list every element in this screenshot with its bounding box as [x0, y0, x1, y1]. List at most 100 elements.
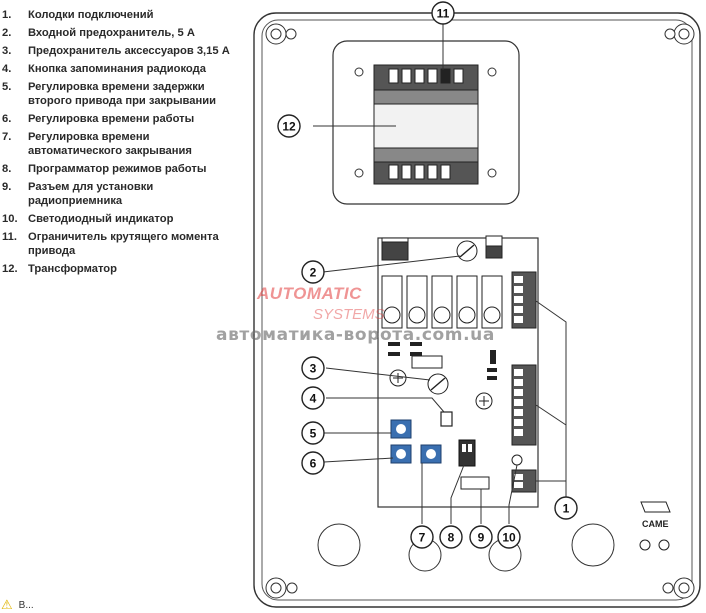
cable-knockouts: [317, 523, 615, 572]
legend-list: 1. Колодки подключений 2. Входной предохран…: [2, 9, 242, 281]
watermark-logo-subtext: SYSTEMS: [313, 306, 385, 323]
top-connector: [381, 235, 503, 261]
legend-item-number: 1.: [2, 9, 12, 21]
legend-item-number: 7.: [2, 131, 12, 144]
legend-item: 8.Программатор режимов работы: [2, 163, 242, 177]
screw-bottom-left-icon: [265, 577, 287, 599]
callout-number: 4: [310, 392, 317, 406]
callout-circle: [469, 525, 493, 549]
legend-item: 3. Предохранитель аксессуаров 3,15 А: [2, 45, 242, 59]
legend-item: 12. Трансформатор: [2, 263, 242, 277]
warning-icon: ⚠: [1, 597, 13, 612]
radio-receiver-socket: [460, 476, 490, 490]
legend-item-text: Входной предохранитель, 5 А: [28, 27, 195, 40]
callout-11: 11: [431, 1, 455, 25]
screw-top-left2-icon: [285, 28, 297, 40]
callout-number: 2: [310, 266, 317, 280]
callout-circle: [410, 525, 434, 549]
callout-circle: [277, 114, 301, 138]
board-screw-right-icon: [475, 392, 493, 410]
callout-circle: [301, 356, 325, 380]
legend-item-number: 5.: [2, 81, 12, 94]
legend-item-text: Светодиодный индикатор: [28, 212, 174, 225]
warning-text: В...: [18, 599, 34, 611]
callout-1: 1: [554, 496, 578, 520]
callout-5: 5: [301, 421, 325, 445]
radio-code-button: [440, 411, 453, 427]
legend-item-number: 2.: [2, 27, 12, 40]
legend-item-number: 3.: [2, 45, 12, 58]
callout-leader-lines: [313, 24, 567, 524]
screw-top-right2-icon: [664, 28, 676, 40]
callout-number: 11: [437, 7, 450, 21]
screw-top-left-icon: [265, 23, 287, 45]
callout-circle: [301, 260, 325, 284]
callout-6: 6: [301, 451, 325, 475]
rotation-icons: [639, 539, 670, 551]
callout-number: 5: [310, 427, 317, 441]
callout-7: 7: [410, 525, 434, 549]
callout-circle: [439, 525, 463, 549]
brand-label: CAME: [642, 519, 669, 529]
terminal-block-lower: [511, 469, 537, 493]
legend-item: 1. Колодки подключений: [2, 9, 242, 23]
legend-item: 2. Входной предохранитель, 5 А: [2, 27, 242, 41]
callout-number: 3: [310, 362, 317, 376]
dip-switch: [458, 439, 476, 467]
watermark-url: автоматика-ворота.com.ua: [216, 325, 495, 345]
callout-2: 2: [301, 260, 325, 284]
legend-item-text: Программатор режимов работы: [28, 163, 207, 176]
legend-item-text: Разъем для установки радиоприемника: [28, 181, 154, 207]
callout-number: 12: [282, 120, 296, 134]
transformer: [373, 64, 479, 185]
screw-bottom-left2-icon: [286, 582, 298, 594]
terminal-block-upper: [511, 271, 537, 329]
legend-item-text: Ограничитель крутящего момента привода: [28, 231, 219, 257]
callout-12: 12: [277, 114, 301, 138]
legend-item: 7. Регулировка времени автоматического за…: [2, 131, 242, 158]
legend-item-text: Регулировка времени работы: [28, 113, 195, 126]
legend-item-text: Регулировка времени задержки второго при…: [28, 81, 216, 108]
legend-item: 10.Светодиодный индикатор: [2, 213, 242, 227]
screw-bottom-right2-icon: [662, 582, 674, 594]
callout-circle: [301, 386, 325, 410]
relay-block: [381, 275, 503, 329]
legend-item-number: 4.: [2, 63, 12, 76]
legend-item-number: 12.: [2, 262, 18, 275]
callout-number: 10: [502, 531, 516, 545]
input-fuse: [456, 240, 478, 262]
legend-item-number: 9.: [2, 181, 12, 194]
callout-9: 9: [469, 525, 493, 549]
callout-circle: [301, 451, 325, 475]
callout-8: 8: [439, 525, 463, 549]
trimmer-auto-close: [420, 444, 442, 464]
legend-item-text: Колодки подключений: [28, 9, 154, 21]
legend-item: 4. Кнопка запоминания радиокода: [2, 63, 242, 77]
callout-circle: [497, 525, 521, 549]
legend-item: 11. Ограничитель крутящего момента привод…: [2, 231, 242, 258]
legend-item-text: Кнопка запоминания радиокода: [28, 63, 206, 76]
accessories-fuse: [427, 373, 449, 395]
legend-item-number: 6.: [2, 113, 12, 126]
legend-item: 5. Регулировка времени задержки второго п…: [2, 81, 242, 108]
callout-number: 8: [448, 531, 455, 545]
legend-item-text: Регулировка времени автоматического закр…: [28, 131, 192, 157]
callout-number: 7: [419, 531, 426, 545]
legend-item-number: 11.: [2, 231, 17, 244]
legend-item-text: Предохранитель аксессуаров 3,15 А: [28, 45, 230, 58]
watermark-logo-text: AUTOMATIC: [257, 284, 362, 303]
enclosure-inner-outline: [261, 19, 693, 601]
came-logo-icon: [640, 501, 671, 513]
legend-item: 6. Регулировка времени работы: [2, 113, 242, 127]
callout-number: 9: [478, 531, 485, 545]
callout-circle: [431, 1, 455, 25]
callout-10: 10: [497, 525, 521, 549]
warning-note: ⚠ В...: [1, 597, 34, 613]
callout-circle: [554, 496, 578, 520]
callout-3: 3: [301, 356, 325, 380]
legend-item: 9. Разъем для установки радиоприемника: [2, 181, 242, 208]
legend-item-text: Трансформатор: [28, 262, 117, 275]
callout-number: 6: [310, 457, 317, 471]
